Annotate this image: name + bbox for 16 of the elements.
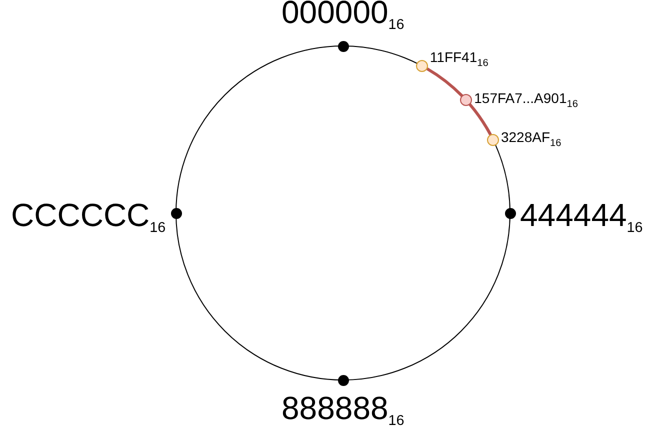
hash-value-label: 157FA7...A901$_{16}$ — [474, 90, 578, 110]
ring-node-dot — [416, 60, 428, 72]
ring-node-dot — [338, 40, 348, 52]
ring-node-dot — [338, 374, 348, 386]
hash-value-label: 888888$_{16}$ — [282, 392, 404, 428]
highlighted-arc — [468, 103, 492, 136]
hash-value-label: 000000$_{16}$ — [282, 0, 404, 32]
hash-value-label: 444444$_{16}$ — [520, 199, 643, 236]
hash-value-label: CCCCCC$_{16}$ — [11, 199, 166, 236]
ring-node-dot — [460, 94, 472, 106]
ring-node-dot — [504, 208, 516, 218]
ring-node-dot — [486, 134, 499, 146]
hash-value-label: 11FF41$_{16}$ — [430, 50, 488, 70]
ring-node-dot — [170, 208, 182, 218]
highlighted-arc — [426, 67, 464, 98]
hash-value-label: 3228AF$_{16}$ — [500, 130, 562, 150]
